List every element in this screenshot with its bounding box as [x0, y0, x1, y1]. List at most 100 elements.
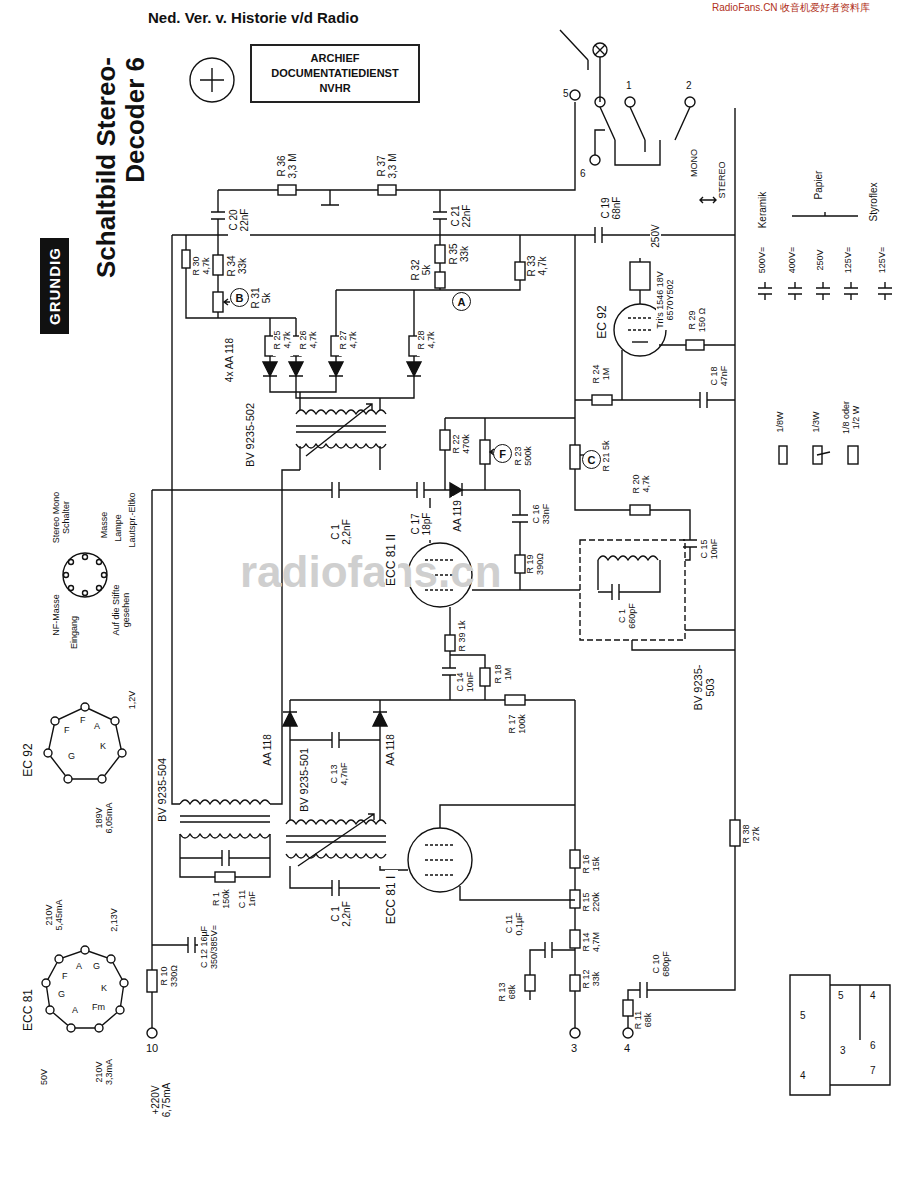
- component-label: R 12 33k: [582, 963, 602, 995]
- component-label: R 36 3,3 M: [276, 150, 298, 182]
- component-label: 2,13V: [110, 900, 120, 940]
- component-label: RadioFans.CN 收音机爱好者资料库: [712, 2, 870, 13]
- component-label: R 29 150 Ω: [688, 304, 708, 336]
- component-label: AA 119: [452, 496, 463, 536]
- component-label: Tri's 1546 18V 6570Y502: [656, 270, 676, 330]
- component-label: 3: [571, 1042, 577, 1054]
- component-label: R 25 4,7k: [273, 324, 293, 356]
- component-label: A: [72, 1006, 78, 1016]
- component-label: AA 118: [385, 730, 396, 770]
- component-label: R 11 68k: [634, 1004, 654, 1036]
- component-label: R 16 15k: [582, 848, 602, 880]
- component-label: 3: [840, 1045, 846, 1056]
- legend-text: 1/8W: [776, 404, 786, 440]
- node-text: GRUNDIG: [46, 247, 63, 325]
- component-label: 1,2V: [128, 680, 138, 720]
- component-label: 7: [870, 1065, 876, 1076]
- legend-text: 1/8 oder 1/2 W: [842, 395, 862, 440]
- component-label: R 21 5k: [602, 440, 612, 472]
- diagram-title: Schaltbild Stereo-Decoder 6: [92, 57, 149, 312]
- component-label: G: [68, 752, 75, 762]
- component-label: 4: [870, 990, 876, 1001]
- component-label: 500V=: [758, 240, 768, 280]
- component-label: Masse: [100, 505, 110, 545]
- component-label: K: [101, 984, 107, 994]
- component-label: C 17 18pF: [410, 508, 432, 540]
- component-label: ECC 81: [22, 980, 35, 1040]
- component-label: 4: [624, 1042, 630, 1054]
- component-label: R 22 470k: [452, 428, 472, 460]
- node-text: A: [458, 296, 466, 308]
- component-label: Eingang: [70, 610, 80, 655]
- component-label: C 16 33nF: [532, 498, 552, 530]
- callout-circle: A: [452, 292, 471, 311]
- component-label: ECC 81 I: [385, 870, 398, 930]
- component-label: C 19 68nF: [600, 192, 622, 224]
- component-label: R 30 4,7k: [192, 250, 212, 282]
- component-label: C 10 680pF: [652, 948, 672, 980]
- component-label: 125V=: [878, 240, 888, 280]
- component-label: R 13 68k: [498, 976, 518, 1008]
- component-label: R 14 4,7M: [582, 926, 602, 958]
- component-label: C 15 10nF: [700, 533, 720, 565]
- callout-circle: F: [493, 444, 512, 463]
- component-label: 2: [686, 80, 692, 91]
- component-label: C 1 660pF: [618, 600, 638, 632]
- component-label: Lampe: [114, 508, 124, 548]
- component-label: R 32 5k: [410, 254, 432, 286]
- component-label: Fm: [92, 1003, 105, 1013]
- node-text: ARCHIEF DOCUMENTATIEDIENST NVHR: [260, 51, 410, 96]
- component-label: R 20 4,7k: [632, 468, 652, 500]
- component-label: 5: [563, 88, 569, 99]
- component-label: R 17 100k: [508, 708, 528, 740]
- component-label: Stereo Mono Schalter: [52, 490, 72, 545]
- component-label: F: [80, 716, 86, 726]
- component-label: R 38 27k: [742, 818, 762, 850]
- component-label: BV 9235-503: [692, 660, 716, 715]
- component-label: 210V 3,3mA: [95, 1052, 115, 1092]
- component-label: 5: [800, 1010, 806, 1021]
- component-label: MONO: [690, 138, 700, 188]
- component-label: R 1 150k: [212, 883, 232, 915]
- component-label: radiofans.cn: [240, 548, 502, 596]
- component-label: R 10 330Ω: [160, 960, 180, 992]
- component-label: 10: [146, 1042, 158, 1054]
- component-label: C 11 1nF: [238, 883, 258, 915]
- component-label: G: [93, 962, 100, 972]
- component-label: 5: [838, 990, 844, 1001]
- component-label: ECC 81 II: [385, 520, 398, 600]
- component-label: BV 9235-504: [156, 750, 168, 830]
- component-label: C 1 2,2nF: [330, 898, 352, 930]
- component-label: +220V 6,75mA: [150, 1070, 172, 1130]
- component-label: 4x AA 118: [224, 330, 235, 390]
- component-label: BV 9235-502: [244, 390, 256, 480]
- component-label: C 11 0,1µF: [505, 908, 525, 940]
- component-label: R 31 5k: [250, 282, 272, 314]
- component-label: R 15 220k: [582, 886, 602, 918]
- component-label: C 20 22nF: [228, 204, 250, 236]
- component-label: BV 9235-501: [298, 745, 310, 815]
- component-label: A: [94, 722, 100, 732]
- component-label: 400V=: [788, 240, 798, 280]
- component-label: F: [62, 972, 68, 982]
- component-label: 6: [580, 168, 586, 179]
- brand-box: GRUNDIG: [40, 238, 69, 334]
- legend-text: Papier: [813, 160, 824, 210]
- component-label: G: [58, 990, 65, 1000]
- node-text: F: [499, 448, 506, 460]
- component-label: R 27 4,7k: [339, 324, 359, 356]
- component-label: R 23 500k: [514, 440, 534, 472]
- component-label: R 35 33k: [448, 238, 470, 270]
- component-label: 210V 5,45mA: [45, 895, 65, 935]
- component-label: C 18 47nF: [710, 360, 730, 392]
- component-label: Lautspr.-Eltko: [128, 480, 138, 560]
- component-label: 50V: [40, 1062, 50, 1092]
- component-label: C 12 16µF 350/385V=: [200, 919, 220, 975]
- component-label: R 19 390Ω: [526, 548, 546, 580]
- component-label: Ned. Ver. v. Historie v/d Radio: [148, 10, 359, 27]
- archive-stamp: ARCHIEF DOCUMENTATIEDIENST NVHR: [250, 44, 420, 103]
- component-label: C 1 2,2nF: [330, 516, 352, 548]
- component-label: C 13 4,7nF: [330, 758, 350, 790]
- component-label: 125V=: [844, 240, 854, 280]
